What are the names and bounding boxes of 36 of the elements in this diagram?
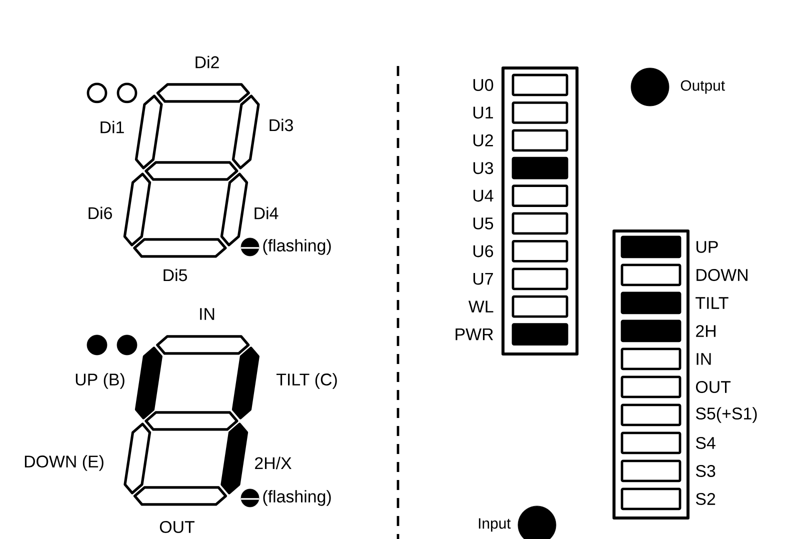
- led-label: U7: [473, 272, 493, 285]
- segment-label: Di4: [254, 206, 278, 220]
- segment-label: IN: [200, 308, 214, 320]
- led-label: U5: [473, 218, 494, 230]
- led-label: 2H: [696, 325, 716, 337]
- segment-label: TILT (C): [276, 373, 337, 389]
- led-label: OUT: [696, 381, 731, 393]
- segment-label: Di3: [270, 118, 293, 132]
- led-label: U2: [473, 134, 493, 146]
- led-label: TILT: [696, 297, 728, 309]
- led-label: S5(+S1): [696, 407, 757, 423]
- led-label: U6: [473, 245, 494, 258]
- indicator-label: Output: [680, 80, 725, 94]
- segment-label: DOWN (E): [24, 455, 104, 471]
- led-label: U1: [473, 106, 493, 119]
- indicator-label: Input: [478, 518, 511, 532]
- led-label: WL: [468, 300, 494, 312]
- note-text: (flashing): [263, 239, 331, 255]
- led-label: PWR: [456, 328, 494, 340]
- led-label: U0: [473, 79, 494, 91]
- segment-label: Di6: [88, 206, 112, 220]
- led-label: DOWN: [696, 269, 748, 281]
- segment-label: Di5: [164, 268, 187, 282]
- note-text: (flashing): [263, 490, 331, 506]
- led-label: IN: [696, 353, 711, 365]
- segment-label: OUT: [160, 520, 194, 533]
- led-label: S2: [696, 492, 716, 505]
- segment-label: Di1: [100, 120, 124, 134]
- led-label: S4: [696, 436, 716, 449]
- segment-label: Di2: [196, 56, 219, 68]
- led-label: S3: [696, 464, 716, 477]
- segment-label: UP (B): [76, 373, 124, 389]
- led-label: U4: [473, 190, 494, 202]
- segment-label: 2H/X: [255, 456, 292, 470]
- led-label: U3: [473, 162, 494, 174]
- led-label: UP: [696, 241, 718, 253]
